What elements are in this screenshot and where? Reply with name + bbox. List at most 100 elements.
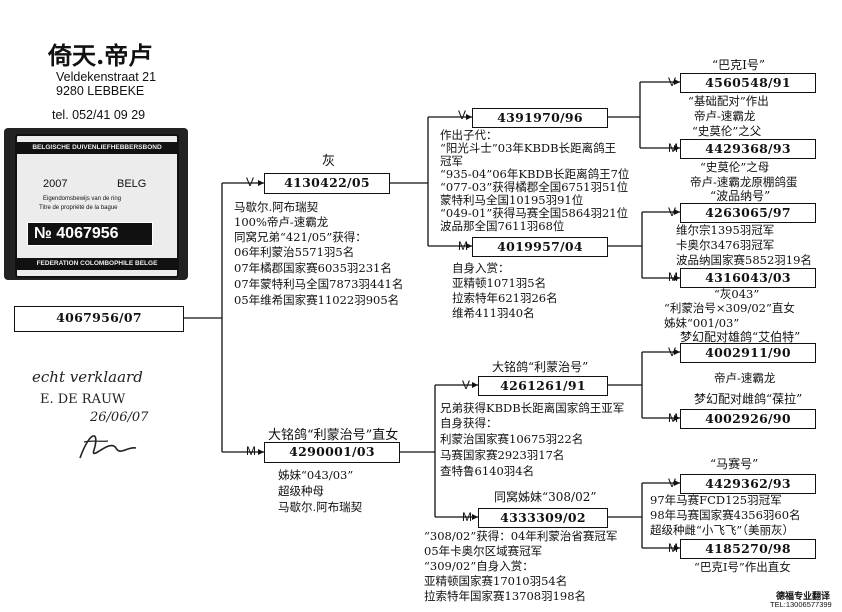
sss-note-1: “基础配对”作出: [688, 94, 769, 108]
footer-tel: TEL:13006577399: [770, 600, 832, 609]
ssd-ring-box: 4429368/93: [680, 139, 816, 159]
ssd-ring: 4429368/93: [705, 141, 791, 156]
ds-ring: 4261261/91: [500, 378, 586, 393]
ring-card-text-2: Titre de propriété de la bague: [39, 205, 118, 211]
sds-ring-box: 4263065/97: [680, 203, 816, 223]
ds-note-2: 自身获得：: [440, 416, 498, 430]
ds-ring-box: 4261261/91: [478, 376, 608, 396]
sds-note-1: 维尔宗1395羽冠军: [676, 223, 775, 237]
ddd-ring: 4185270/98: [705, 541, 791, 556]
ds-sex: V: [462, 378, 471, 392]
sd-sex: M: [458, 239, 468, 253]
dam-note-3: 马歇尔.阿布瑞契: [278, 500, 363, 514]
ss-note-5: “077-03”获得橘郡全国6751羽51位: [440, 180, 629, 194]
ssd-note-2: 帝卢-速霸龙原棚鸽蛋: [690, 175, 798, 189]
dd-note-2: 05年卡奥尔区域赛冠军: [424, 544, 543, 558]
dam-note-1: 姊妹“043/03”: [278, 468, 354, 482]
ss-note-4: “935-04”06年KBDB长距离鸽王7位: [440, 167, 630, 181]
sd-note-2: 亚精顿1071羽5名: [452, 276, 547, 290]
sss-note-2: 帝卢-速霸龙: [694, 109, 756, 123]
subject-ring: 4067956/07: [56, 310, 142, 325]
dd-note-4: 亚精顿国家赛17010羽54名: [424, 574, 568, 588]
sire-note-2: 100%帝卢-速霸龙: [234, 215, 329, 229]
ss-note-7: “049-01”获得马赛全国5864羽21位: [440, 206, 629, 220]
sire-note-6: 07年蒙特利马全国7873羽441名: [234, 277, 404, 291]
ds-note-3: 利蒙治国家赛10675羽22名: [440, 432, 584, 446]
sss-ring-box: 4560548/91: [680, 73, 816, 93]
ring-card-country: BELG: [117, 178, 147, 190]
ss-note-2: “阳光斗士”03年KBDB长距离鸽王: [440, 141, 617, 155]
sdd-ring-box: 4316043/03: [680, 268, 816, 288]
dss-ring: 4002911/90: [705, 345, 791, 360]
phone-number: tel. 052/41 09 29: [52, 108, 146, 122]
dd-ring-box: 4333309/02: [478, 508, 608, 528]
dss-ring-box: 4002911/90: [680, 343, 816, 363]
ss-note-1: 作出子代：: [440, 128, 498, 142]
handwritten-date: 26/06/07: [90, 410, 149, 425]
ring-card-year: 2007: [43, 178, 68, 190]
ssd-sex: M: [668, 141, 678, 155]
sire-ring: 4130422/05: [284, 175, 370, 190]
ss-ring-box: 4391970/96: [472, 108, 608, 128]
dam-title: 大铭鸽“利蒙治号”直女: [268, 428, 399, 443]
sdd-note-1: “灰043”: [714, 287, 760, 301]
sss-note-3: “史莫伦”之父: [692, 124, 762, 138]
dds-ring: 4429362/93: [705, 476, 791, 491]
sds-ring: 4263065/97: [705, 205, 791, 220]
footer-brand: 德福专业翻译: [776, 592, 831, 602]
ss-sex: V: [458, 108, 467, 122]
ring-card-number: № 4067956: [27, 222, 153, 246]
sds-note-3: 波品纳国家赛5852羽19名: [676, 253, 812, 267]
sdd-sex: M: [668, 270, 678, 284]
dsd-sex: M: [668, 411, 678, 425]
handwritten-name: E. DE RAUW: [40, 392, 126, 407]
dd-note-1: “308/02”获得：04年利蒙治省赛冠军: [424, 529, 618, 543]
ss-note-6: 蒙特利马全国10195羽91位: [440, 193, 584, 207]
sd-note-1: 自身入赏：: [452, 261, 510, 275]
sire-note-1: 马歇尔.阿布瑞契: [234, 200, 319, 214]
dss-note-1: 帝卢-速霸龙: [714, 371, 776, 385]
sd-note-4: 维希411羽40名: [452, 306, 535, 320]
signature-mark: [79, 435, 137, 459]
ddd-note-1: “巴克Ⅰ号”作出直女: [694, 560, 791, 574]
ss-note-8: 波品那全国7611羽68位: [440, 219, 565, 233]
sdd-note-2: “利蒙治号×309/02”直女: [664, 301, 795, 315]
sire-note-4: 06年利蒙治5571羽5名: [234, 245, 355, 259]
sd-ring-box: 4019957/04: [472, 237, 608, 257]
sdd-note-3: 姊妹“001/03”: [664, 316, 740, 330]
dds-ring-box: 4429362/93: [680, 474, 816, 494]
sd-ring: 4019957/04: [497, 239, 583, 254]
dsd-ring: 4002926/90: [705, 411, 791, 426]
dss-sex: V: [668, 345, 677, 359]
dam-ring-box: 4290001/03: [264, 442, 400, 463]
dds-note-2: 98年马赛国家赛4356羽60名: [650, 508, 801, 522]
address-line-1: Veldekenstraat 21: [56, 70, 157, 84]
ss-ring: 4391970/96: [497, 110, 583, 125]
ds-note-4: 马赛国家赛2923羽17名: [440, 448, 565, 462]
dss-title: 梦幻配对雄鸽“艾伯特”: [680, 330, 801, 344]
sss-sex: V: [668, 75, 677, 89]
sds-title: “波品纳号”: [710, 189, 771, 203]
sd-note-3: 拉索特年621羽26名: [452, 291, 558, 305]
ddd-sex: M: [668, 541, 678, 555]
ddd-ring-box: 4185270/98: [680, 539, 816, 559]
dds-title: “马赛号”: [710, 457, 759, 471]
dd-ring: 4333309/02: [500, 510, 586, 525]
ss-note-3: 冠军: [440, 154, 463, 168]
dd-title: 同窝姊妹“308/02”: [494, 490, 597, 504]
ring-ownership-card: BELGISCHE DUIVENLIEFHEBBERSBOND 2007 BEL…: [4, 128, 188, 280]
handwritten-certification: echt verklaard: [32, 368, 143, 386]
dsd-title: 梦幻配对雌鸽“葆拉”: [694, 392, 803, 406]
ds-title: 大铭鸽“利蒙治号”: [492, 360, 589, 374]
dd-sex: M: [462, 510, 472, 524]
sire-color: 灰: [322, 154, 336, 169]
page-title: 倚天.帝卢: [48, 41, 153, 70]
ds-note-5: 查特鲁6140羽4名: [440, 464, 535, 478]
dds-sex: V: [668, 476, 677, 490]
ds-note-1: 兄弟获得KBDB长距离国家鸽王亚军: [440, 401, 625, 415]
sire-note-7: 05年维希国家赛11022羽905名: [234, 293, 400, 307]
dds-note-1: 97年马赛FCD125羽冠军: [650, 493, 782, 507]
ring-card-top-band: BELGISCHE DUIVENLIEFHEBBERSBOND: [17, 142, 177, 154]
ssd-note-1: “史莫伦”之母: [700, 160, 770, 174]
